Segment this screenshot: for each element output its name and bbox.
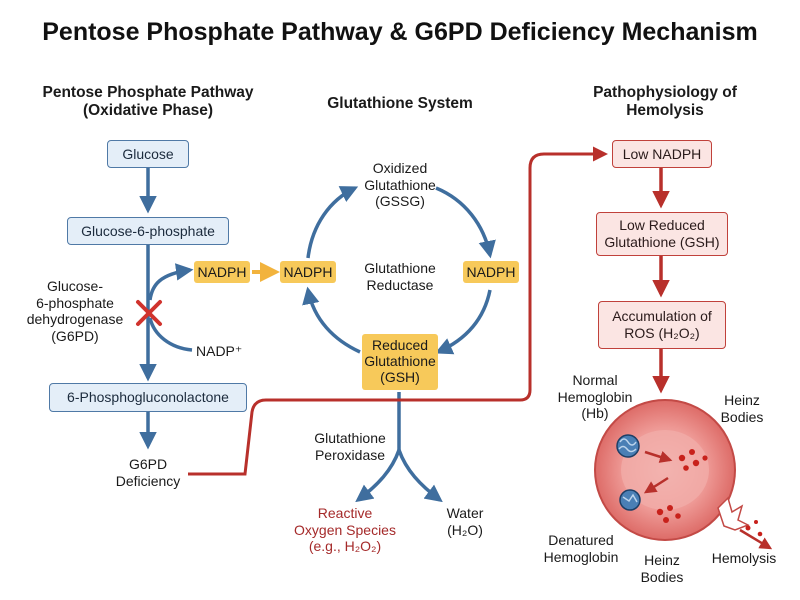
arrow-to-ros (355, 449, 401, 503)
nadph-tag-right: NADPH (463, 261, 519, 283)
ros-line2: Oxygen Species (294, 521, 396, 538)
reductase-line1: Glutathione (364, 260, 436, 276)
enzyme-line1: Glucose- (46, 278, 104, 294)
arc-nadph-to-gsh (434, 289, 492, 355)
peroxidase-line1: Glutathione (314, 430, 386, 446)
arc-gsh-to-nadph (302, 286, 361, 354)
gssg-line3: (GSSG) (375, 193, 425, 210)
arrow-hb-to-heinz (644, 450, 673, 463)
arrow-to-water (397, 449, 443, 503)
gssg-line1: Oxidized (372, 160, 428, 176)
nadp-plus-label: NADP⁺ (196, 343, 243, 359)
enzyme-line2: 6-phosphate (36, 294, 114, 311)
connector-deficiency-to-low-nadph (188, 146, 608, 476)
ros-accum-line1: Accumulation of (612, 308, 712, 325)
glucose-box: Glucose (107, 140, 189, 168)
section-heading-ppp-line2: (Oxidative Phase) (82, 101, 214, 119)
ros-label: Reactive Oxygen Species (e.g., H₂O₂) (290, 505, 400, 555)
low-gsh-line2: Glutathione (GSH) (604, 234, 720, 250)
low-nadph-box: Low NADPH (612, 140, 712, 168)
reductase-line2: Reductase (366, 276, 434, 293)
enzyme-line4: (G6PD) (51, 327, 99, 344)
heinz-bodies-bottom-label: Heinz Bodies (632, 552, 692, 585)
deficiency-line1: G6PD (128, 456, 168, 472)
section-heading-patho-line1: Pathophysiology of (593, 84, 737, 101)
g6pd-enzyme-label: Glucose- 6-phosphate dehydrogenase (G6PD… (20, 278, 130, 344)
normal-hb-line1: Normal (572, 372, 618, 388)
rbc-inner (621, 430, 709, 510)
rbc-rupture (717, 496, 750, 531)
section-heading-glutathione: Glutathione System (327, 95, 473, 112)
hemolysis-label: Hemolysis (711, 550, 777, 566)
section-heading-patho-line2: Hemolysis (626, 101, 704, 119)
block-x-2 (136, 300, 162, 326)
nadph-tag-ppp: NADPH (194, 261, 250, 283)
gsh-tag: Reduced Glutathione (GSH) (362, 334, 438, 390)
normal-hemoglobin-icon (616, 434, 640, 458)
water-label: Water (H₂O) (430, 505, 500, 538)
deficiency-line2: Deficiency (115, 472, 181, 489)
section-heading-ppp-line1: Pentose Phosphate Pathway (42, 84, 254, 101)
low-gsh-line1: Low Reduced (619, 217, 705, 234)
arc-gssg-to-nadph (435, 186, 496, 259)
curve-nadp (148, 317, 193, 352)
6-phosphogluconolactone-box: 6-Phosphogluconolactone (49, 383, 247, 412)
denatured-line2: Hemoglobin (543, 548, 619, 565)
arrow-hemolysis (739, 528, 773, 550)
denatured-hemoglobin-icon (619, 489, 641, 511)
heinz-top-line1: Heinz (724, 392, 760, 408)
ros-line3: (e.g., H₂O₂) (308, 538, 382, 555)
normal-hemoglobin-label: Normal Hemoglobin (Hb) (550, 372, 640, 422)
hemolysis-spill (745, 520, 763, 537)
water-line2: (H₂O) (447, 521, 483, 538)
enzyme-line3: dehydrogenase (26, 311, 124, 328)
water-line1: Water (446, 505, 484, 521)
peroxidase-line2: Peroxidase (314, 446, 386, 463)
section-heading-ppp: Pentose Phosphate Pathway (Oxidative Pha… (28, 84, 268, 120)
glucose-6-phosphate-box: Glucose-6-phosphate (67, 217, 229, 245)
arrow-to-nadph (148, 263, 194, 301)
glutathione-peroxidase-label: Glutathione Peroxidase (300, 430, 400, 463)
gssg-line2: Glutathione (364, 176, 436, 193)
normal-hb-line3: (Hb) (581, 405, 609, 422)
glutathione-reductase-label: Glutathione Reductase (350, 260, 450, 293)
ros-accum-line2: ROS (H₂O₂) (624, 325, 700, 341)
gsh-line3: (GSH) (380, 368, 420, 385)
denatured-line1: Denatured (548, 532, 614, 548)
arrow-heinz-to-denatured (643, 476, 669, 494)
low-gsh-box: Low Reduced Glutathione (GSH) (596, 212, 728, 256)
section-heading-pathophysiology: Pathophysiology of Hemolysis (570, 84, 760, 120)
page-title: Pentose Phosphate Pathway & G6PD Deficie… (42, 18, 758, 46)
nadph-tag-left: NADPH (280, 261, 336, 283)
heinz-bodies-top-label: Heinz Bodies (712, 392, 772, 425)
heinz-bodies-dots (656, 449, 708, 523)
g6pd-deficiency-label: G6PD Deficiency (108, 456, 188, 489)
heinz-bottom-line1: Heinz (644, 552, 680, 568)
arc-nadph-to-gssg (306, 186, 359, 259)
normal-hb-line2: Hemoglobin (557, 388, 633, 405)
heinz-top-line2: Bodies (720, 408, 764, 425)
ros-accumulation-box: Accumulation of ROS (H₂O₂) (598, 301, 726, 349)
gsh-line1: Reduced (371, 337, 429, 354)
gssg-label: Oxidized Glutathione (GSSG) (345, 160, 455, 210)
gsh-line2: Glutathione (364, 353, 436, 370)
denatured-hemoglobin-label: Denatured Hemoglobin (536, 532, 626, 565)
heinz-bottom-line2: Bodies (640, 568, 684, 585)
ros-line1: Reactive (317, 505, 373, 521)
